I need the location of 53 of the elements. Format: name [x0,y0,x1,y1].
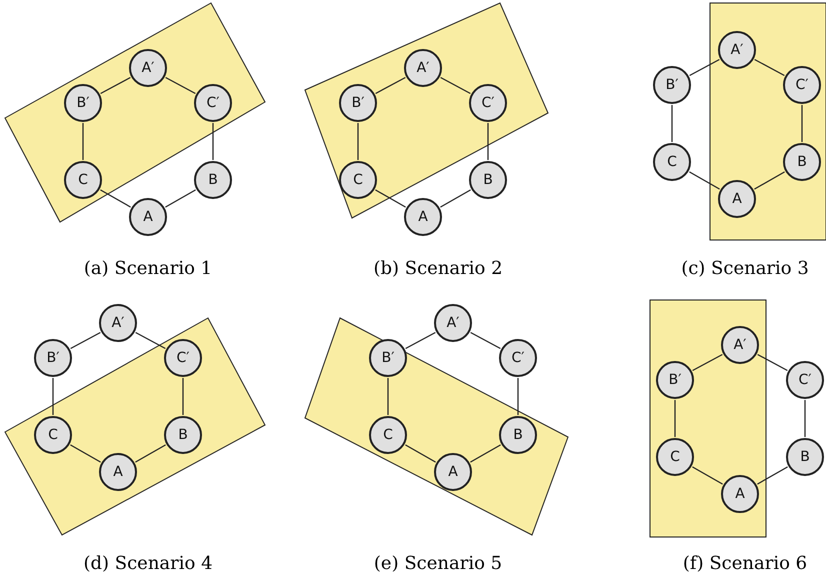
connector-line [674,400,676,437]
connector-line [692,354,723,372]
connector-line [165,76,196,94]
connector-line [82,123,84,160]
connector-line [440,189,471,208]
panel-caption: (b) Scenario 2 [373,258,503,279]
connector-line [100,189,131,208]
connector-line [754,58,785,76]
connector-line [801,105,803,142]
connector-line [804,400,806,437]
connector-line [212,123,214,160]
connector-line [754,171,785,190]
connector-line [165,189,196,208]
node-circle: B [194,161,232,199]
connector-line [135,444,166,463]
node-circle: A′ [99,304,137,342]
connector-line [440,76,471,94]
connector-line [671,105,673,142]
panel-caption: (c) Scenario 3 [681,258,809,279]
connector-line [70,332,101,350]
connector-line [70,444,101,463]
connector-line [487,123,489,160]
connector-line [470,332,501,350]
node-circle: A′ [434,304,472,342]
panel-caption: (f) Scenario 6 [682,553,808,574]
node-circle: C′ [499,339,537,377]
connector-line [357,123,359,160]
connector-line [689,58,720,76]
connector-line [689,171,720,190]
connector-line [405,332,436,350]
connector-line [757,466,788,485]
connector-line [470,444,501,463]
node-circle: A [129,198,167,236]
connector-line [135,332,166,350]
node-circle: B′ [34,339,72,377]
connector-line [387,378,389,415]
panel-caption: (e) Scenario 5 [374,553,502,574]
node-circle: A [404,198,442,236]
panel-caption: (a) Scenario 1 [84,258,212,279]
connector-line [375,76,406,94]
connector-line [52,378,54,415]
node-circle: B [469,161,507,199]
node-circle: C [653,143,691,181]
node-circle: C′ [786,361,824,399]
connector-line [757,354,788,372]
connector-line [100,76,131,94]
connector-line [692,466,723,485]
connector-line [182,378,184,415]
connector-line [405,444,436,463]
connector-line [517,378,519,415]
node-circle: B′ [653,66,691,104]
panel-caption: (d) Scenario 4 [83,553,213,574]
node-circle: B [786,438,824,476]
